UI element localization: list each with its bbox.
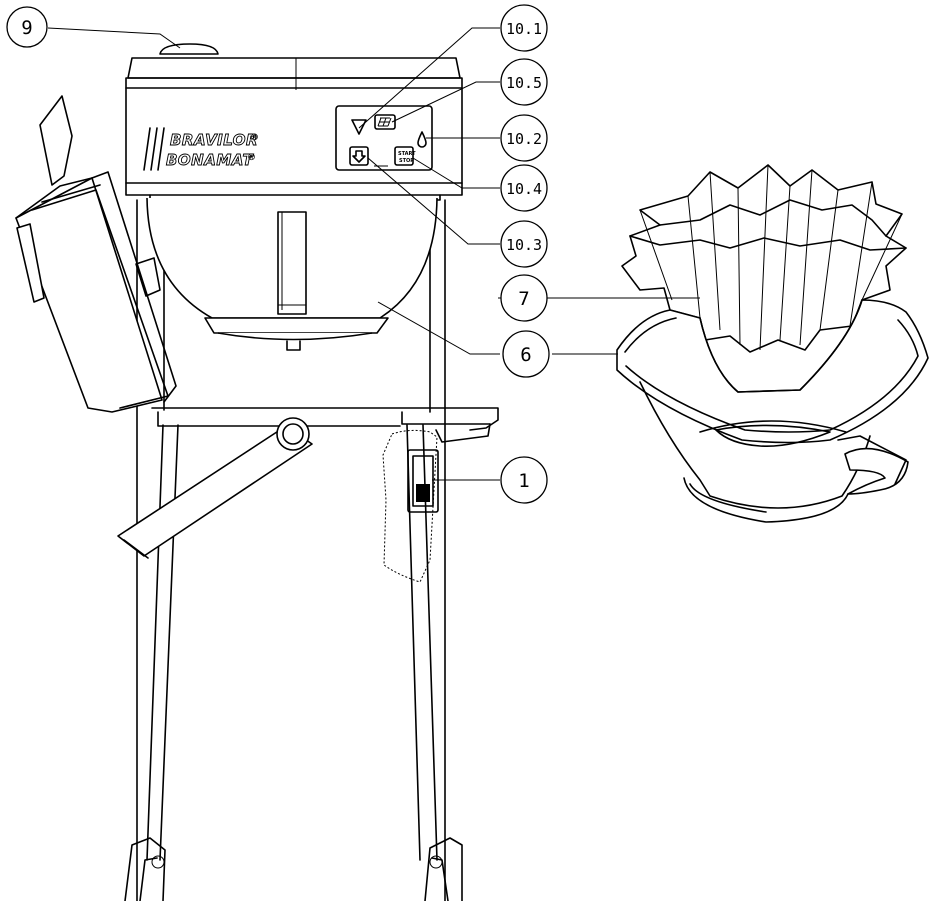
brand-line2: BONAMAT	[166, 151, 254, 169]
callout-10-3-label: 10.3	[506, 236, 542, 254]
callout-6: 6	[502, 330, 550, 378]
callout-10-1-label: 10.1	[506, 20, 542, 38]
callout-9-label: 9	[21, 17, 32, 39]
callout-leaders	[47, 27, 700, 481]
callout-10-2-label: 10.2	[506, 130, 542, 148]
callout-9: 9	[6, 6, 48, 48]
callout-10-3: 10.3	[500, 220, 548, 268]
brand-line1: BRAVILOR	[170, 131, 258, 149]
filter-holder	[616, 299, 929, 523]
callout-10-5: 10.5	[500, 58, 548, 106]
callout-6-label: 6	[520, 344, 531, 366]
start-label: START	[398, 151, 416, 157]
triangle-down-icon	[351, 119, 367, 135]
callout-7-label: 7	[518, 288, 529, 310]
callout-1: 1	[500, 456, 548, 504]
callout-10-4-label: 10.4	[506, 180, 542, 198]
brew-button[interactable]	[349, 146, 369, 166]
power-switch-area	[382, 429, 439, 583]
stop-label: STOP	[399, 158, 414, 164]
arrow-down-icon	[352, 150, 366, 163]
top-housing: BRAVILOR BONAMAT ® ® START STOP	[125, 43, 463, 201]
callout-1-label: 1	[518, 470, 529, 492]
swing-arm-assembly	[15, 95, 499, 559]
callout-10-4: 10.4	[500, 164, 548, 212]
power-switch[interactable]	[407, 449, 439, 513]
callout-10-2: 10.2	[500, 114, 548, 162]
water-lid[interactable]	[159, 43, 219, 55]
filter-holder-in-machine	[146, 197, 438, 351]
callout-10-5-label: 10.5	[506, 74, 542, 92]
water-drop-icon	[417, 131, 427, 148]
registered-mark-1: ®	[250, 133, 259, 143]
callout-7: 7	[500, 274, 548, 322]
paper-filter	[621, 164, 907, 353]
callout-10-1: 10.1	[500, 4, 548, 52]
registered-mark-2: ®	[247, 153, 256, 163]
brand-logo: BRAVILOR BONAMAT ® ®	[143, 127, 259, 171]
segment-display-icon	[374, 114, 396, 130]
start-stop-button[interactable]	[394, 146, 414, 166]
